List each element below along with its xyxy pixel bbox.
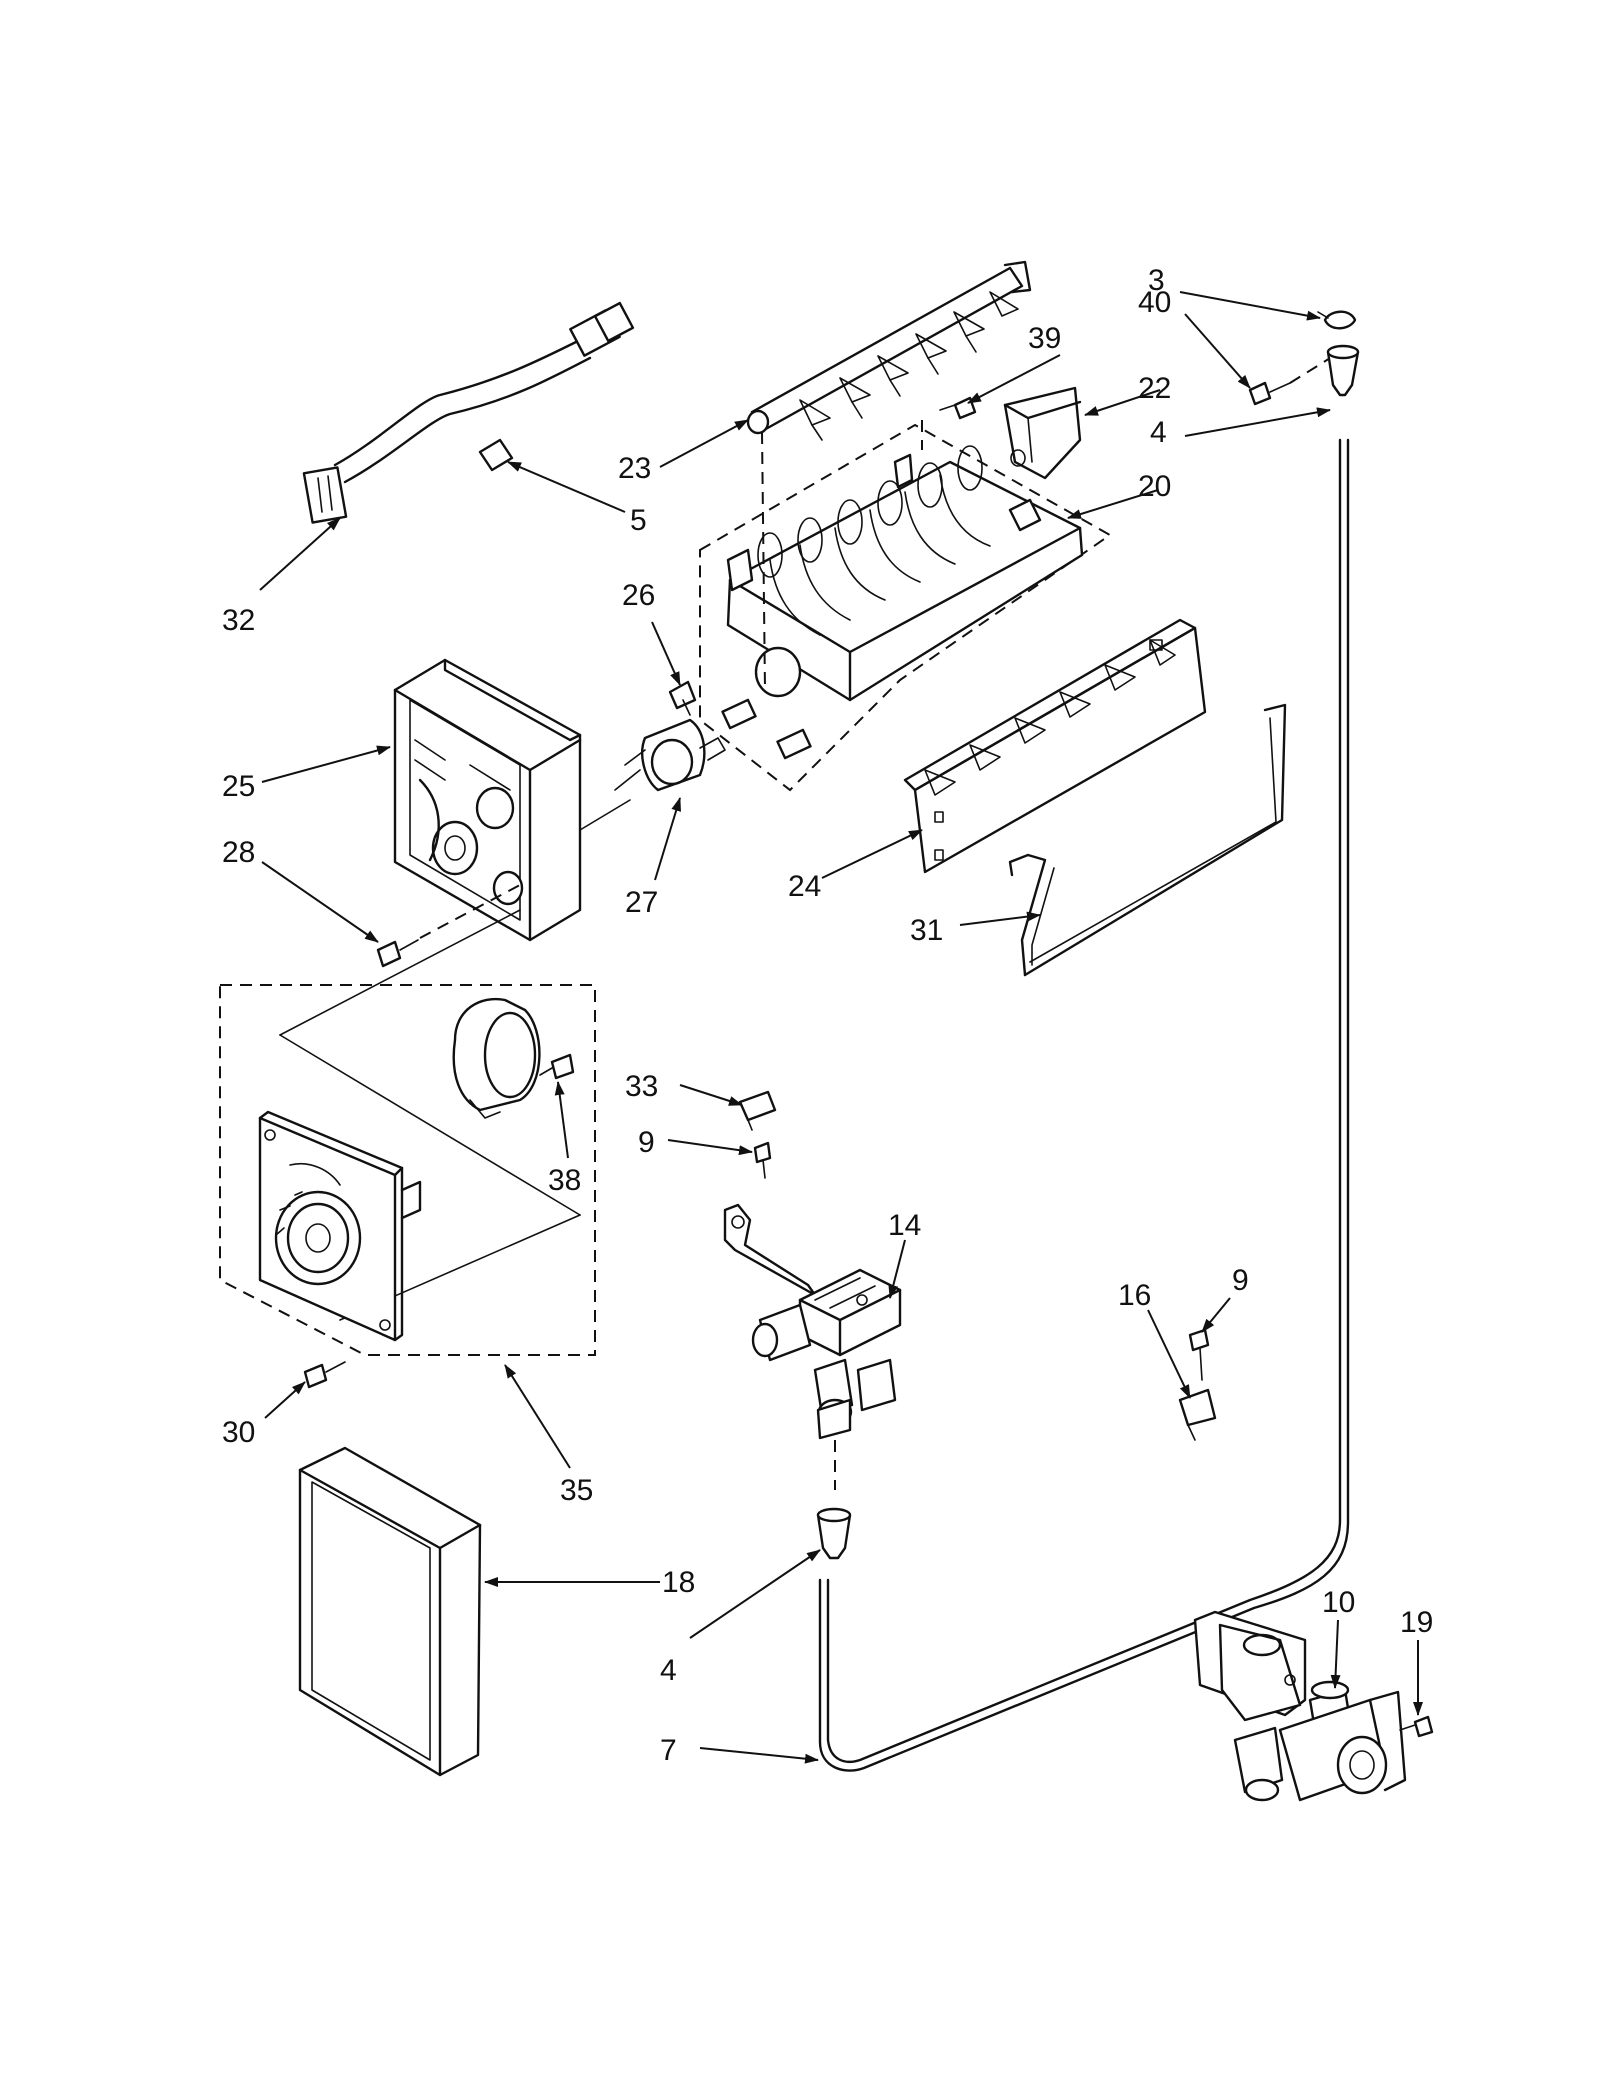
callout-23: 23 bbox=[618, 452, 651, 485]
wire-harness-part bbox=[302, 301, 635, 524]
callout-5: 5 bbox=[630, 504, 647, 537]
water-valve-part bbox=[723, 1203, 902, 1440]
fill-cup-part bbox=[1003, 386, 1082, 480]
callout-19: 19 bbox=[1400, 1606, 1433, 1639]
callout-9-upper: 9 bbox=[638, 1126, 655, 1159]
callout-30: 30 bbox=[222, 1416, 255, 1449]
callout-4-lower: 4 bbox=[660, 1654, 677, 1687]
screw-part-28 bbox=[376, 939, 419, 968]
screw-part-30 bbox=[303, 1361, 346, 1389]
callout-22: 22 bbox=[1138, 372, 1171, 405]
callout-25: 25 bbox=[222, 770, 255, 803]
shutoff-arm-part bbox=[1008, 703, 1287, 977]
inlet-valve-part bbox=[1193, 1610, 1407, 1802]
ice-mold-part bbox=[699, 423, 1112, 792]
cam-retainer-part bbox=[668, 680, 697, 716]
callout-7: 7 bbox=[660, 1734, 677, 1767]
motor-module-part bbox=[219, 909, 596, 1356]
callout-26: 26 bbox=[622, 579, 655, 612]
callout-20: 20 bbox=[1138, 470, 1171, 503]
water-tube-part bbox=[818, 438, 1350, 1772]
cover-part bbox=[298, 1446, 482, 1777]
callout-35: 35 bbox=[560, 1474, 593, 1507]
callout-4-upper: 4 bbox=[1150, 416, 1167, 449]
callout-24: 24 bbox=[788, 870, 821, 903]
callout-16: 16 bbox=[1118, 1279, 1151, 1312]
callout-32: 32 bbox=[222, 604, 255, 637]
callout-3: 3 bbox=[1148, 264, 1165, 297]
callout-39: 39 bbox=[1028, 322, 1061, 355]
callout-18: 18 bbox=[662, 1566, 695, 1599]
screw-part-19 bbox=[1399, 1715, 1434, 1738]
tube-clamp-part-3 bbox=[1317, 310, 1357, 330]
callout-labels: 3 40 39 22 4 23 5 20 32 26 25 28 27 24 3… bbox=[222, 264, 1433, 1767]
clip-part-33 bbox=[738, 1090, 777, 1131]
stripper-part bbox=[903, 618, 1207, 874]
callout-28: 28 bbox=[222, 836, 255, 869]
callout-40: 40 bbox=[1138, 286, 1171, 319]
screw-part-9-upper bbox=[753, 1141, 772, 1179]
callout-9-lower: 9 bbox=[1232, 1264, 1249, 1297]
callout-27: 27 bbox=[625, 886, 658, 919]
control-housing-part bbox=[393, 658, 631, 942]
callout-31: 31 bbox=[910, 914, 943, 947]
screw-part-9-lower bbox=[1188, 1328, 1210, 1381]
tube-fitting-part-4-upper bbox=[1326, 344, 1360, 397]
screw-part-40 bbox=[1248, 381, 1291, 406]
ejector-blade-part bbox=[746, 260, 1032, 441]
callout-33: 33 bbox=[625, 1070, 658, 1103]
callout-arrows bbox=[259, 291, 1423, 1764]
drive-cam-part bbox=[614, 718, 726, 792]
callout-10: 10 bbox=[1322, 1586, 1355, 1619]
callout-38: 38 bbox=[548, 1164, 581, 1197]
callout-14: 14 bbox=[888, 1209, 921, 1242]
clamp-part-16 bbox=[1178, 1388, 1217, 1441]
tube-fitting-part-4-lower bbox=[816, 1507, 852, 1560]
